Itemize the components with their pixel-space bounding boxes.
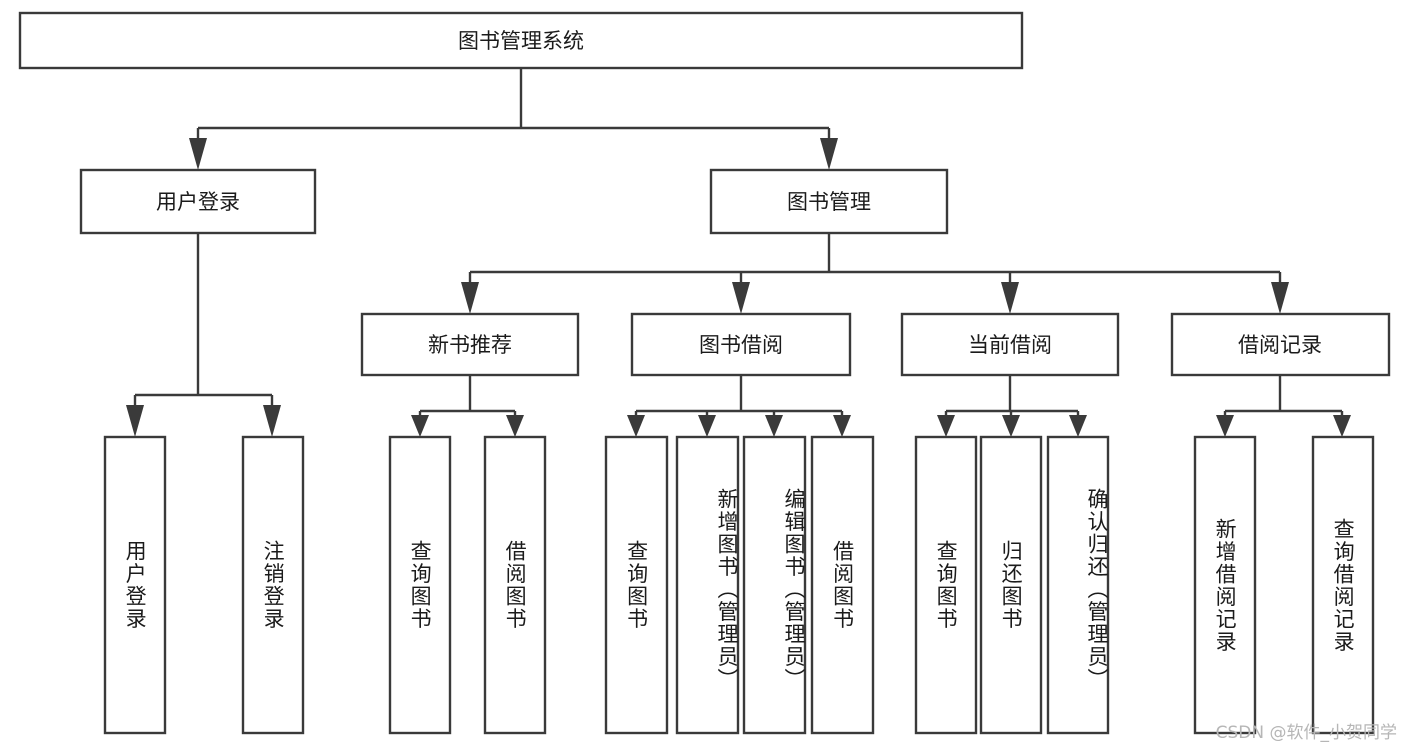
connector-new-book-to-leaves — [411, 375, 524, 437]
leaf-box-book-borrow-2[interactable] — [742, 435, 807, 735]
node-current-borrow-box[interactable] — [900, 312, 1120, 377]
arrow-icon — [1271, 282, 1289, 314]
node-root-box[interactable] — [18, 11, 1024, 70]
arrow-icon — [461, 282, 479, 314]
connector-user-login-to-leaves — [126, 233, 281, 437]
node-book-borrow-box[interactable] — [630, 312, 852, 377]
node-borrow-record-label: 借阅记录 — [1238, 333, 1322, 357]
arrow-icon — [765, 415, 783, 437]
node-root-label: 图书管理系统 — [458, 29, 584, 53]
leaf-box-borrow-record-0[interactable] — [1193, 435, 1257, 735]
connector-book-manage-to-level3 — [461, 233, 1289, 314]
connector-current-borrow-to-leaves — [937, 375, 1087, 437]
leaf-box-new-book-1[interactable] — [483, 435, 547, 735]
arrow-icon — [1069, 415, 1087, 437]
arrow-icon — [820, 138, 838, 170]
arrow-icon — [833, 415, 851, 437]
node-book-manage-label: 图书管理 — [787, 190, 871, 214]
arrow-icon — [937, 415, 955, 437]
node-new-book-label: 新书推荐 — [428, 333, 512, 357]
leaf-box-current-borrow-1[interactable] — [979, 435, 1043, 735]
leaf-box-current-borrow-0[interactable] — [914, 435, 978, 735]
leaf-box-new-book-0[interactable] — [388, 435, 452, 735]
node-current-borrow-label: 当前借阅 — [968, 333, 1052, 357]
leaf-box-current-borrow-2[interactable] — [1046, 435, 1110, 735]
leaf-box-book-borrow-3[interactable] — [810, 435, 875, 735]
arrow-icon — [126, 405, 144, 437]
arrow-icon — [506, 415, 524, 437]
node-borrow-record-box[interactable] — [1170, 312, 1391, 377]
node-new-book-box[interactable] — [360, 312, 580, 377]
arrow-icon — [1333, 415, 1351, 437]
arrow-icon — [1216, 415, 1234, 437]
arrow-icon — [1002, 415, 1020, 437]
arrow-icon — [627, 415, 645, 437]
node-book-borrow-label: 图书借阅 — [699, 333, 783, 357]
leaf-box-book-borrow-0[interactable] — [604, 435, 669, 735]
arrow-icon — [1001, 282, 1019, 314]
arrow-icon — [411, 415, 429, 437]
node-user-login-box[interactable] — [79, 168, 317, 235]
csdn-watermark: CSDN @软件_小贺同学 — [1215, 723, 1397, 743]
leaf-box-user-login-1[interactable] — [241, 435, 305, 735]
arrow-icon — [263, 405, 281, 437]
leaf-box-user-login-0[interactable] — [103, 435, 167, 735]
leaf-box-borrow-record-1[interactable] — [1311, 435, 1375, 735]
leaf-box-book-borrow-1[interactable] — [675, 435, 740, 735]
arrow-icon — [189, 138, 207, 170]
connector-book-borrow-to-leaves — [627, 375, 851, 437]
connector-root-to-level2 — [189, 68, 838, 170]
connector-borrow-record-to-leaves — [1216, 375, 1351, 437]
arrow-icon — [698, 415, 716, 437]
node-book-manage-box[interactable] — [709, 168, 949, 235]
node-user-login-label: 用户登录 — [156, 190, 240, 214]
arrow-icon — [732, 282, 750, 314]
